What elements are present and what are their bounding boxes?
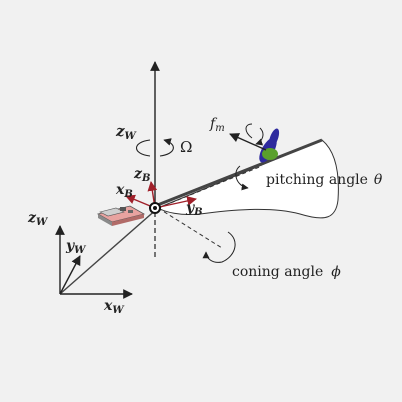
wing-leading-edge (154, 138, 323, 208)
omega-label: Ω (180, 138, 192, 156)
dashed-coning-line (157, 207, 223, 249)
z-world-label: zW (115, 122, 138, 142)
pitching-angle-arc (235, 165, 249, 191)
y-body-axis (154, 196, 197, 209)
y-world-label: yW (65, 238, 87, 256)
force-arrow (229, 133, 267, 151)
omega-rotation-arrow (135, 140, 174, 157)
wing-outline (156, 139, 339, 219)
arm-line (59, 207, 159, 295)
x-world-label: xW (103, 298, 125, 316)
force-label: fm (209, 116, 225, 134)
electronics-board (96, 205, 146, 226)
force-rotation-arrow (245, 123, 264, 144)
propeller-motor (259, 128, 280, 163)
y-world-axis (59, 255, 81, 295)
z-body-label: zB (133, 166, 150, 184)
y-body-label: yB (185, 200, 203, 218)
x-body-label: xB (115, 182, 133, 200)
dashed-chord-line (157, 165, 263, 209)
coning-angle-arc (202, 231, 236, 263)
z-world-small-label: zW (27, 210, 49, 228)
